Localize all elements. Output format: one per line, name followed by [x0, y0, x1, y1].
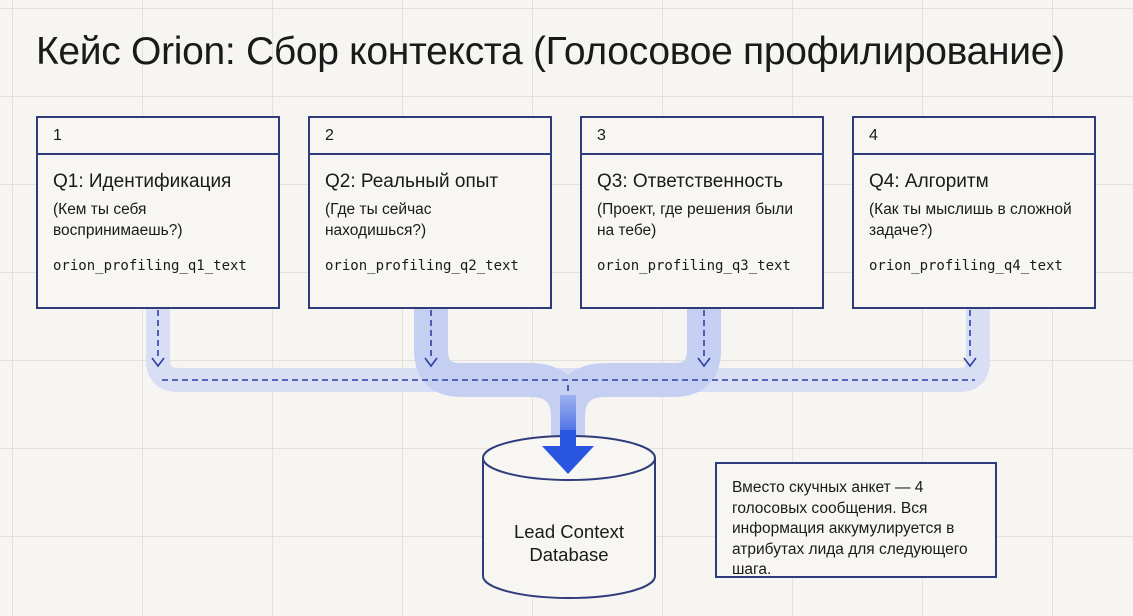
database-label: Lead Context Database	[513, 521, 625, 565]
card-field-name: orion_profiling_q1_text	[53, 258, 247, 274]
card-field-name: orion_profiling_q3_text	[597, 258, 791, 274]
card-title: Q4: Алгоритм	[869, 171, 989, 192]
card-title: Q3: Ответственность	[597, 171, 783, 192]
card-title: Q1: Идентификация	[53, 171, 232, 192]
card-title: Q2: Реальный опыт	[325, 171, 499, 192]
card-q3: 3 Q3: Ответственность (Проект, где решен…	[580, 116, 824, 309]
card-subtitle: (Кем ты себя воспринимаешь?)	[53, 201, 183, 239]
card-subtitle: (Как ты мыслишь в сложной задаче?)	[869, 201, 1072, 239]
card-number: 3	[582, 118, 822, 155]
card-subtitle: (Проект, где решения были на тебе)	[597, 201, 793, 239]
card-q2: 2 Q2: Реальный опыт (Где ты сейчас наход…	[308, 116, 552, 309]
flow-glow	[146, 298, 990, 392]
card-field-name: orion_profiling_q2_text	[325, 258, 519, 274]
small-arrowheads	[151, 357, 977, 368]
main-arrow-head-top	[542, 446, 594, 474]
card-number: 1	[38, 118, 278, 155]
note-box: Вместо скучных анкет — 4 голосовых сообщ…	[715, 462, 997, 578]
card-number: 2	[310, 118, 550, 155]
card-subtitle: (Где ты сейчас находишься?)	[325, 201, 432, 239]
card-field-name: orion_profiling_q4_text	[869, 258, 1063, 274]
card-number: 4	[854, 118, 1094, 155]
page-title: Кейс Orion: Сбор контекста (Голосовое пр…	[36, 30, 1065, 73]
card-q1: 1 Q1: Идентификация (Кем ты себя восприн…	[36, 116, 280, 309]
card-q4: 4 Q4: Алгоритм (Как ты мыслишь в сложной…	[852, 116, 1096, 309]
